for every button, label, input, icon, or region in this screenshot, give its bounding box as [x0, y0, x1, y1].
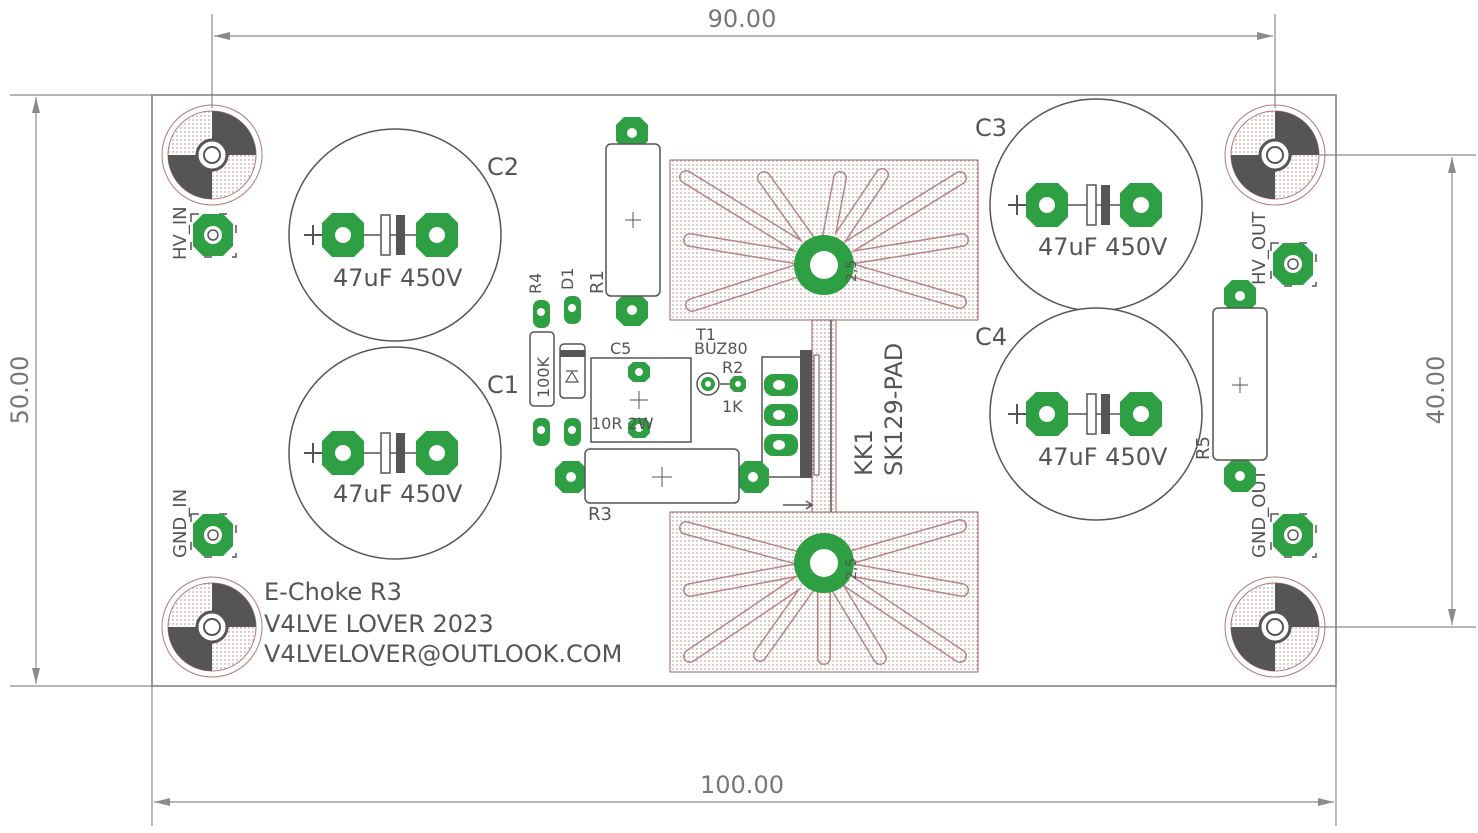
- dimension-top-label: 90.00: [708, 5, 777, 33]
- mounting-hole-bottom-left: [161, 576, 263, 678]
- diode-d1-name: D1: [558, 268, 577, 291]
- heatsink-kk1: [669, 159, 979, 673]
- connector-gnd-in: [190, 513, 237, 558]
- capacitor-c2-name: C2: [487, 153, 519, 181]
- resistor-r4: [529, 300, 555, 446]
- heatsink-hole-label-bottom: 2,5: [844, 558, 860, 580]
- resistor-r1-name: R1: [587, 270, 608, 294]
- capacitor-c1-name: C1: [487, 371, 519, 399]
- component-c5: [590, 357, 692, 443]
- mounting-hole-top-left: [161, 104, 263, 206]
- resistor-r3-name: R3: [588, 504, 612, 525]
- resistor-r4-value: 100K: [534, 356, 553, 398]
- mounting-hole-top-right: [1224, 104, 1326, 206]
- connector-hv-in: [190, 213, 237, 258]
- heatsink-name: KK1: [850, 429, 878, 476]
- dimension-bottom-label: 100.00: [700, 771, 784, 799]
- capacitor-c4-name: C4: [975, 323, 1007, 351]
- connector-hv-out: [1270, 242, 1317, 287]
- component-c5-value: 10R 2W: [591, 414, 654, 433]
- mounting-hole-bottom-right: [1224, 576, 1326, 678]
- resistor-r1: [605, 117, 661, 326]
- resistor-r2-name: R2: [722, 358, 743, 377]
- capacitor-c2: [288, 128, 502, 342]
- resistor-r2-value: 1K: [722, 397, 743, 416]
- silkscreen-author: V4LVE LOVER 2023: [264, 610, 494, 638]
- capacitor-c1: [288, 346, 502, 560]
- connector-gnd-in-label: GND_IN: [170, 489, 191, 558]
- resistor-r4-name: R4: [526, 273, 545, 294]
- transistor-package: [761, 350, 820, 478]
- resistor-r5-name: R5: [1193, 436, 1214, 460]
- dimension-right-label: 40.00: [1422, 356, 1450, 425]
- mounting-holes: [161, 104, 1326, 678]
- silkscreen-title: E-Choke R3: [264, 578, 402, 606]
- capacitor-c1-value: 47uF 450V: [333, 480, 463, 508]
- transistor-t1: [696, 372, 746, 396]
- capacitor-c4-value: 47uF 450V: [1038, 443, 1168, 471]
- connector-hv-out-label: HV_OUT: [1249, 211, 1270, 285]
- silkscreen-email: V4LVELOVER@OUTLOOK.COM: [264, 640, 622, 668]
- resistor-r3: [555, 448, 769, 504]
- connector-hv-in-label: HV_IN: [170, 206, 191, 260]
- component-c5-name: C5: [610, 339, 631, 358]
- dimension-lines: [10, 14, 1476, 826]
- capacitor-c3-value: 47uF 450V: [1038, 233, 1168, 261]
- board-outline: [151, 94, 1337, 687]
- capacitor-c2-value: 47uF 450V: [333, 264, 463, 292]
- dimension-left-label: 50.00: [6, 356, 34, 425]
- diode-d1: [559, 296, 586, 446]
- heatsink-hole-label-top: 2,5: [844, 260, 860, 282]
- transistor-t1-name: T1: [695, 325, 716, 344]
- heatsink-value: SK129-PAD: [880, 343, 908, 476]
- connector-gnd-out: [1270, 513, 1317, 558]
- capacitor-c4: [989, 307, 1203, 521]
- connector-gnd-out-label: GND_OUT: [1249, 468, 1270, 558]
- capacitor-c3-name: C3: [975, 114, 1007, 142]
- resistor-r5: [1212, 280, 1268, 492]
- transistor-t1-value: BUZ80: [694, 339, 748, 358]
- capacitor-c3: [989, 98, 1203, 312]
